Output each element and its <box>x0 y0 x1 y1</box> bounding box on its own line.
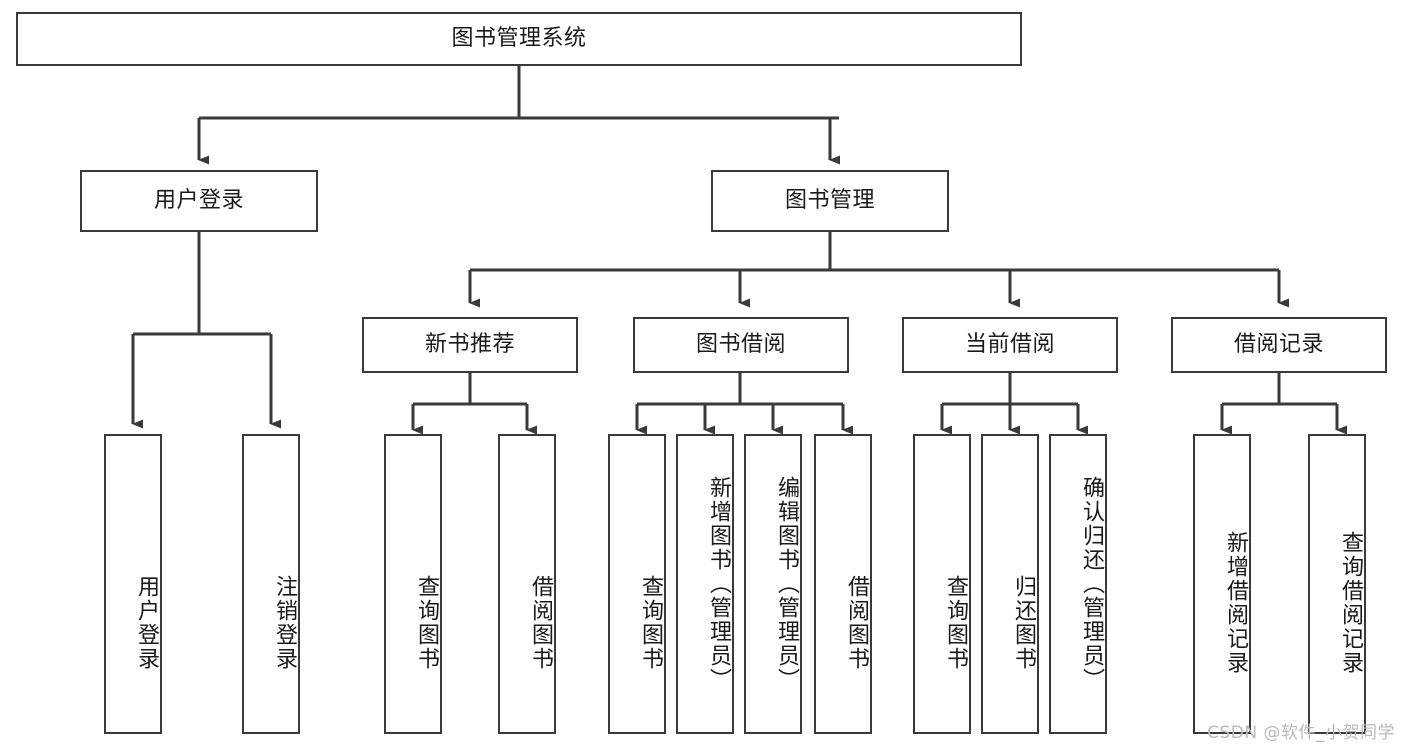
leaf-query-book-current[interactable]: 查询图书 <box>913 434 971 734</box>
node-label: 新书推荐 <box>424 331 515 357</box>
node-label: 新增借阅记录 <box>1223 531 1248 675</box>
leaf-query-borrow-record[interactable]: 查询借阅记录 <box>1308 434 1366 734</box>
leaf-return-book[interactable]: 归还图书 <box>981 434 1039 734</box>
node-label: 查询图书 <box>414 575 439 671</box>
leaf-borrow-book[interactable]: 借阅图书 <box>814 434 872 734</box>
node-label: 确认归还（管理员） <box>1079 476 1104 692</box>
node-label: 图书借阅 <box>695 331 786 357</box>
node-label: 编辑图书（管理员） <box>774 476 799 692</box>
node-label: 借阅图书 <box>528 575 553 671</box>
node-label: 当前借阅 <box>964 331 1055 357</box>
node-book-borrow[interactable]: 图书借阅 <box>633 317 849 373</box>
node-label: 图书管理系统 <box>451 25 587 51</box>
node-label: 借阅记录 <box>1233 331 1324 357</box>
csdn-watermark: CSDN @软件_小贺同学 <box>1207 723 1395 743</box>
node-label: 查询图书 <box>943 575 968 671</box>
leaf-borrow-book-recommend[interactable]: 借阅图书 <box>498 434 556 734</box>
leaf-query-book-recommend[interactable]: 查询图书 <box>384 434 442 734</box>
leaf-add-borrow-record[interactable]: 新增借阅记录 <box>1193 434 1251 734</box>
leaf-query-book-borrow[interactable]: 查询图书 <box>608 434 666 734</box>
leaf-add-book[interactable]: 新增图书（管理员） <box>676 434 734 734</box>
leaf-user-logout[interactable]: 注销登录 <box>242 434 300 734</box>
leaf-edit-book[interactable]: 编辑图书（管理员） <box>744 434 802 734</box>
leaf-user-login[interactable]: 用户登录 <box>104 434 162 734</box>
node-label: 新增图书（管理员） <box>706 476 731 692</box>
node-borrow-record[interactable]: 借阅记录 <box>1171 317 1387 373</box>
node-label: 归还图书 <box>1011 575 1036 671</box>
node-label: 注销登录 <box>272 575 297 671</box>
node-user-login[interactable]: 用户登录 <box>80 170 318 232</box>
node-book-management[interactable]: 图书管理 <box>711 170 949 232</box>
node-label: 查询借阅记录 <box>1338 531 1363 675</box>
node-current-borrow[interactable]: 当前借阅 <box>902 317 1118 373</box>
node-label: 用户登录 <box>153 187 244 213</box>
node-label: 图书管理 <box>784 187 875 213</box>
node-label: 用户登录 <box>134 575 159 671</box>
node-label: 借阅图书 <box>844 575 869 671</box>
node-label: 查询图书 <box>638 575 663 671</box>
node-root-system[interactable]: 图书管理系统 <box>16 12 1022 66</box>
leaf-confirm-return[interactable]: 确认归还（管理员） <box>1049 434 1107 734</box>
node-new-book-recommend[interactable]: 新书推荐 <box>362 317 578 373</box>
